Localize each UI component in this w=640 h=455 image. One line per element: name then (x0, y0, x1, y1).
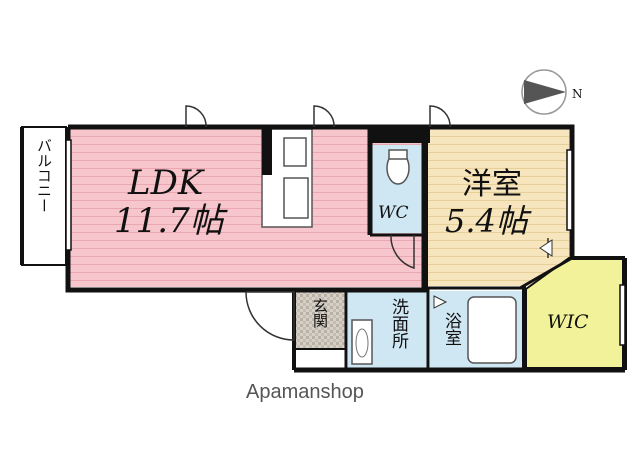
balcony-label: バルコニー (35, 138, 53, 213)
room-ldk (68, 129, 424, 287)
kitchen-sink (283, 177, 309, 219)
wic-label: WIC (547, 311, 589, 333)
watermark: Apamanshop (246, 381, 364, 403)
yoshitsu-size: 5.4帖 (445, 202, 532, 240)
fridge-space (262, 129, 272, 175)
compass-arrow-icon (521, 69, 567, 115)
genkan-label: 玄関 (311, 298, 329, 329)
room-yoshitsu (426, 129, 569, 286)
doors (185, 105, 549, 341)
yoshitsu-name: 洋室 (462, 167, 522, 202)
wc-label: WC (378, 203, 408, 223)
senmenjo-label: 洗面所 (388, 298, 409, 349)
compass-label: N (572, 87, 583, 101)
room-genkan (296, 291, 346, 349)
bathtub-icon (467, 296, 517, 364)
kitchen-stove (283, 137, 307, 167)
ldk-size: 11.7帖 (114, 201, 229, 241)
yokushitsu-label: 浴室 (441, 312, 462, 346)
ldk-name: LDK (127, 163, 206, 203)
